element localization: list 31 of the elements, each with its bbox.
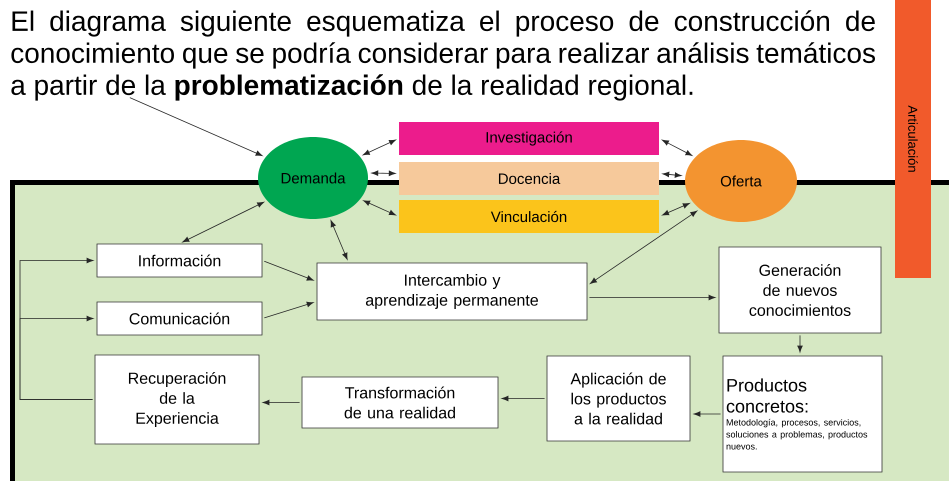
arrow — [363, 200, 396, 216]
process-box: Generación de nuevos conocimientos — [718, 246, 882, 334]
process-box: Información — [96, 244, 262, 278]
arrow — [262, 400, 300, 406]
intro-paragraph: El diagrama siguiente esquematiza el proceso de construcción de conocimiento que se podría considerar para realizar análisis temáticos a partir de la problematización de la realidad regional. — [11, 10, 875, 101]
colored-bar: Vinculación — [399, 200, 659, 233]
colored-bar: Docencia — [399, 162, 659, 195]
arrow — [797, 335, 803, 352]
vertical-bar: Articulación — [895, 0, 931, 278]
arrow — [589, 294, 716, 300]
arrow — [330, 220, 348, 260]
arrow — [662, 140, 692, 156]
arrow — [182, 202, 264, 242]
process-box: Intercambio y aprendizaje permanente — [316, 262, 588, 320]
colored-bar: Investigación — [399, 122, 659, 155]
arrow — [590, 210, 698, 284]
arrow — [371, 170, 396, 176]
arrow — [129, 97, 262, 156]
process-box: Comunicación — [96, 302, 262, 336]
process-box: Transformación de una realidad — [302, 376, 498, 428]
arrow — [694, 411, 721, 417]
arrow — [264, 260, 314, 281]
process-box: Productos concretos: Metodología, procesos, servicios, soluciones a problemas, productos nuevos. — [722, 356, 882, 472]
arrow — [662, 203, 690, 216]
arrow — [264, 302, 314, 318]
arrow — [662, 172, 682, 178]
arrow — [362, 140, 396, 156]
process-box: Aplicación de los productos a la realidad — [546, 356, 690, 442]
arrow — [20, 316, 94, 400]
arrow — [502, 396, 545, 402]
process-box: Recuperación de la Experiencia — [94, 354, 260, 444]
